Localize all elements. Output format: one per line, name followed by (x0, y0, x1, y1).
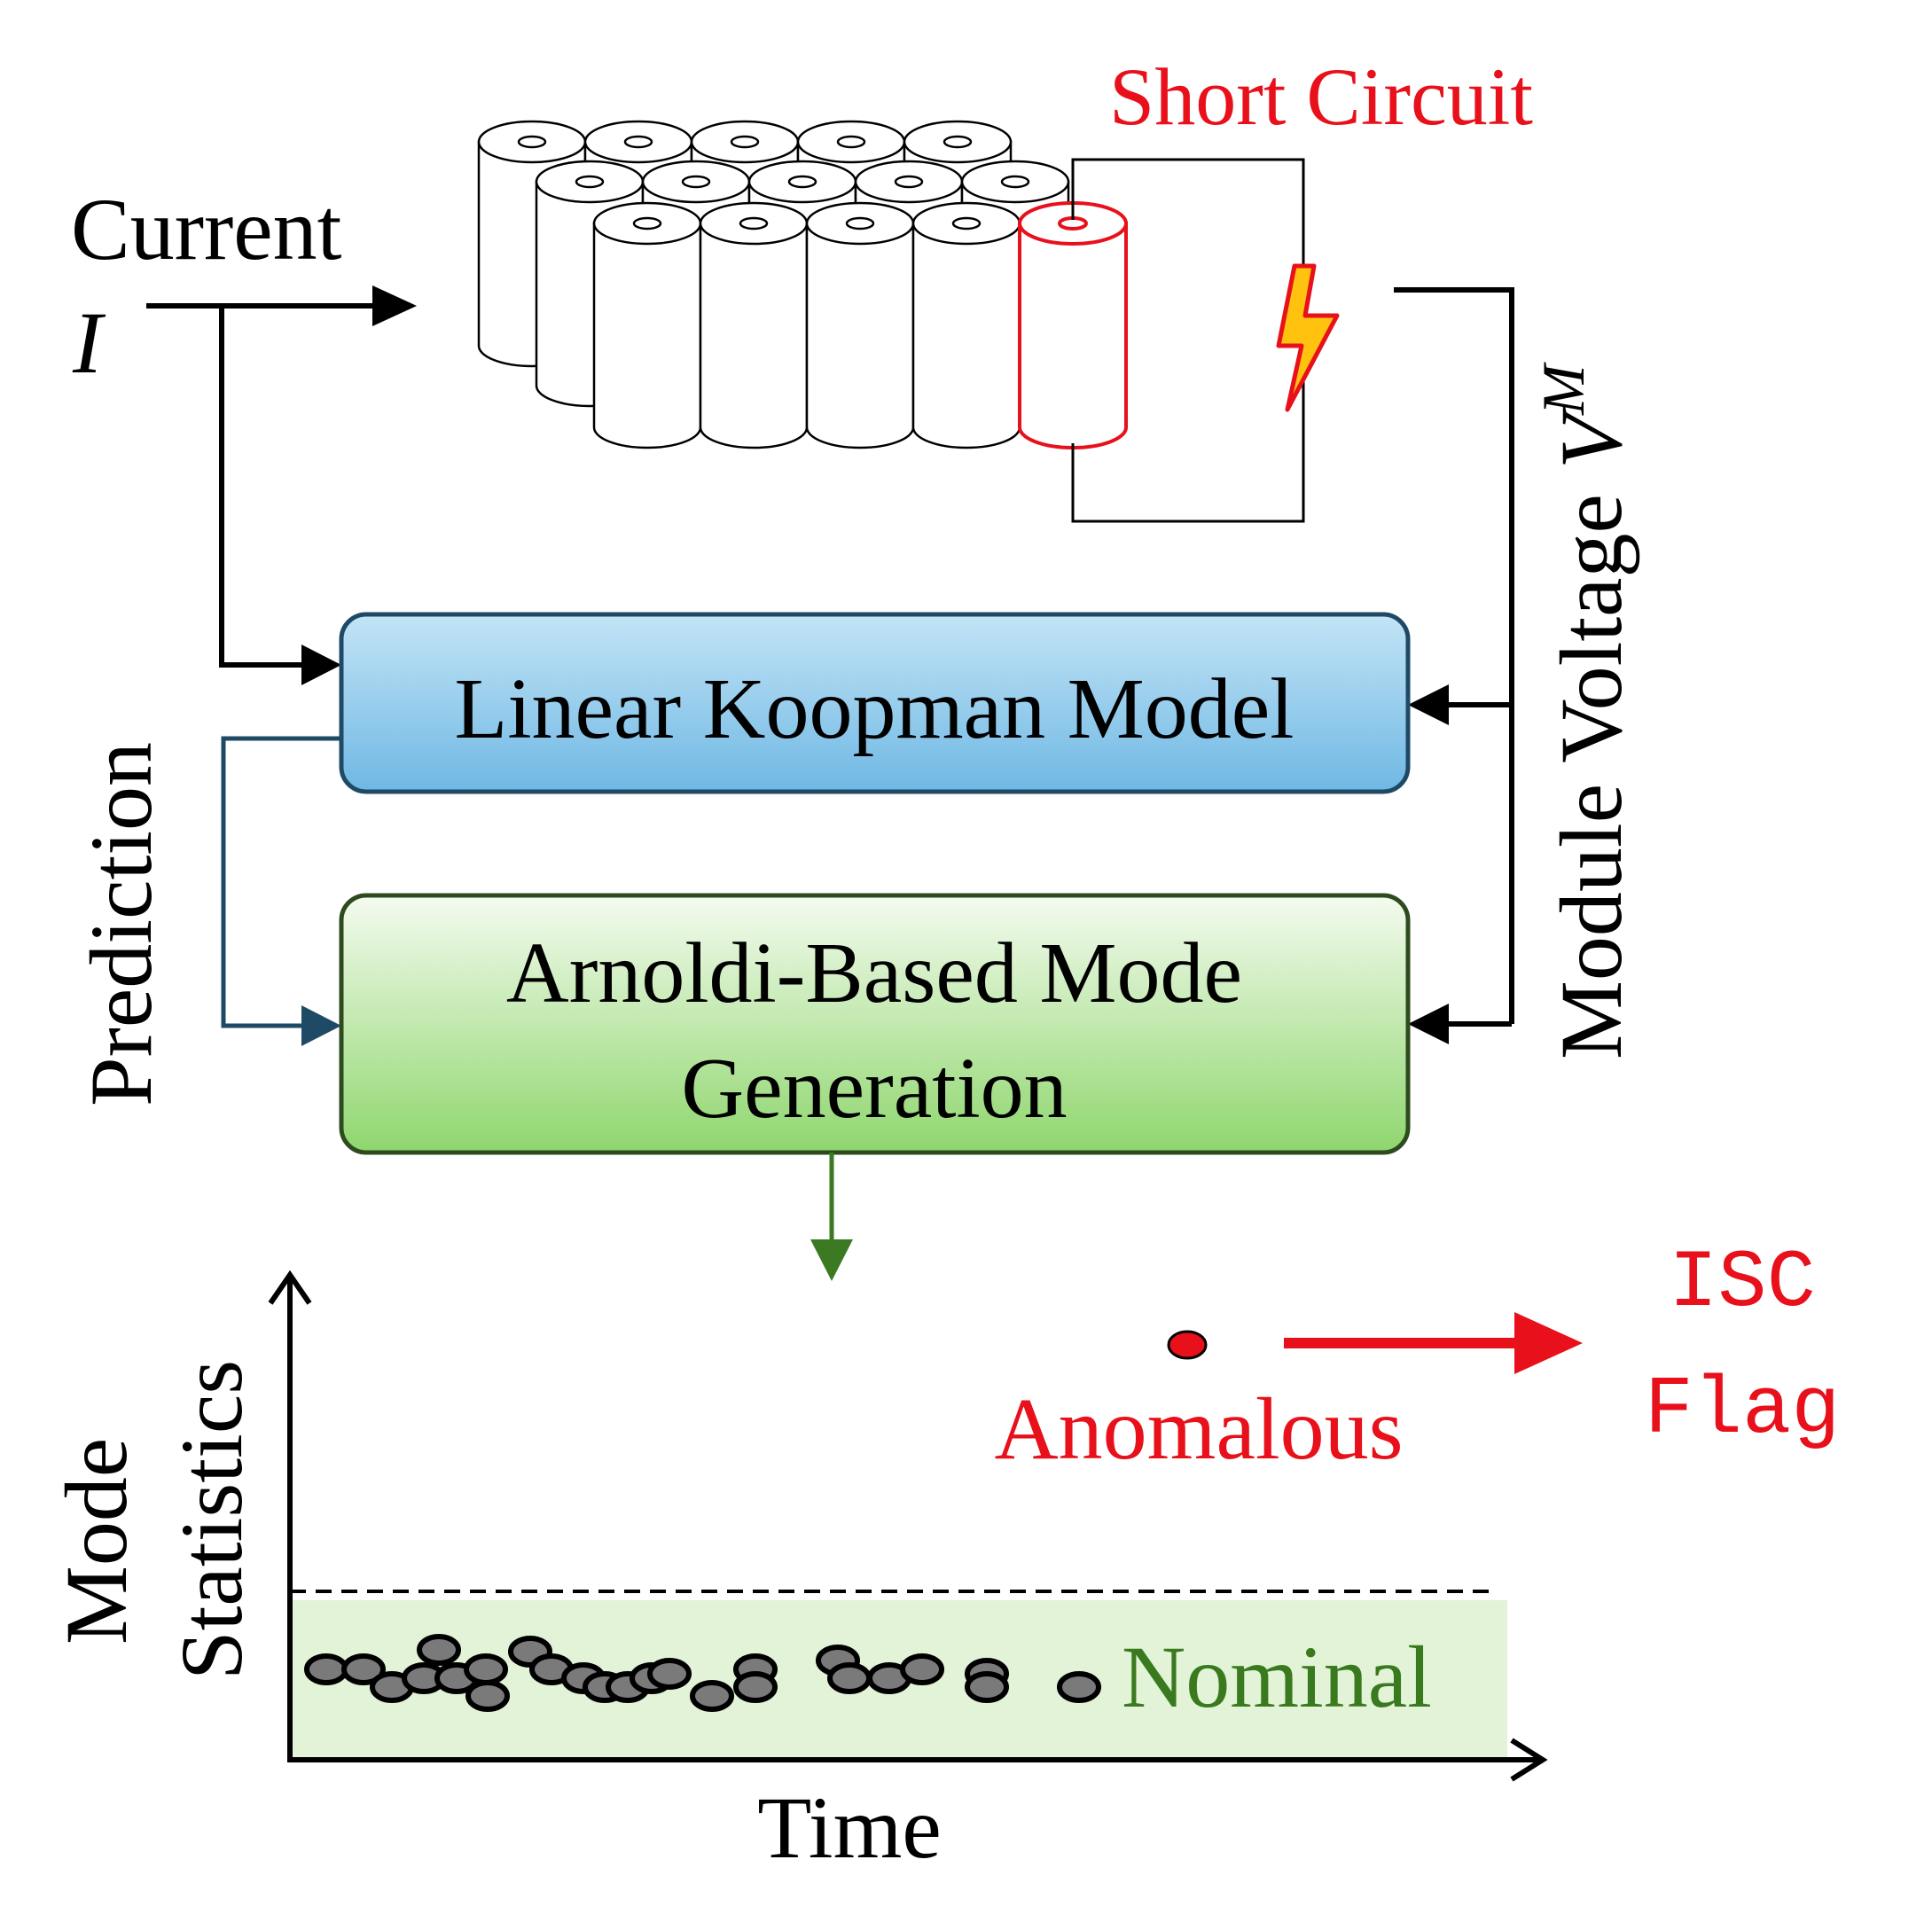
current-arrow (146, 285, 417, 326)
isc-flag-line1: ISC (1669, 1237, 1816, 1330)
anomalous-label: Anomalous (994, 1379, 1403, 1478)
y-axis-label-line1: Mode (47, 1438, 145, 1645)
battery-module (477, 120, 1128, 449)
isc-flag-arrow (1284, 1312, 1583, 1374)
koopman-model-label: Linear Koopman Model (454, 661, 1294, 757)
faulty-cell (1018, 201, 1128, 449)
module-voltage-label: Module VoltageVM (1529, 362, 1640, 1059)
current-label: Current (71, 180, 342, 278)
short-circuit-loop (1071, 158, 1340, 523)
prediction-label: Prediction (72, 742, 170, 1106)
scatter-point (733, 1671, 778, 1703)
koopman-model-box: Linear Koopman Model (339, 612, 1411, 794)
arnoldi-output-arrow (810, 1153, 853, 1281)
isc-flag-line2: Flag (1645, 1364, 1841, 1457)
short-circuit-label: Short Circuit (1109, 51, 1533, 142)
scatter-point (417, 1634, 461, 1666)
current-to-koopman-arrow (219, 306, 341, 685)
scatter-point (304, 1653, 348, 1685)
svg-text:Module VoltageVM: Module VoltageVM (1529, 362, 1640, 1059)
arnoldi-label-line1: Arnoldi-Based Mode (506, 926, 1242, 1021)
battery-cell (911, 201, 1021, 449)
scatter-point (647, 1658, 692, 1690)
lightning-icon (1276, 263, 1340, 412)
prediction-arrow (221, 736, 341, 1046)
y-axis-label-line2: Statistics (162, 1360, 261, 1680)
plot-axes (268, 1270, 1548, 1782)
x-axis-label: Time (757, 1778, 942, 1877)
scatter-point (464, 1653, 508, 1685)
scatter-point (965, 1671, 1009, 1703)
battery-cell (592, 201, 702, 449)
scatter-point (1057, 1671, 1101, 1703)
battery-cell (805, 201, 915, 449)
scatter-point (341, 1653, 386, 1685)
scatter-point (900, 1653, 944, 1685)
scatter-point (827, 1662, 872, 1694)
arnoldi-mode-box: Arnoldi-Based Mode Generation (339, 893, 1411, 1155)
battery-cell (699, 201, 809, 449)
nominal-label: Nominal (1122, 1628, 1432, 1726)
voltage-feedback-lines (1394, 287, 1514, 1044)
current-symbol: I (72, 293, 106, 392)
anomalous-point (1167, 1330, 1208, 1360)
nominal-points (304, 1634, 1101, 1712)
scatter-point (465, 1680, 510, 1712)
arnoldi-label-line2: Generation (681, 1041, 1067, 1137)
scatter-point (690, 1680, 734, 1712)
